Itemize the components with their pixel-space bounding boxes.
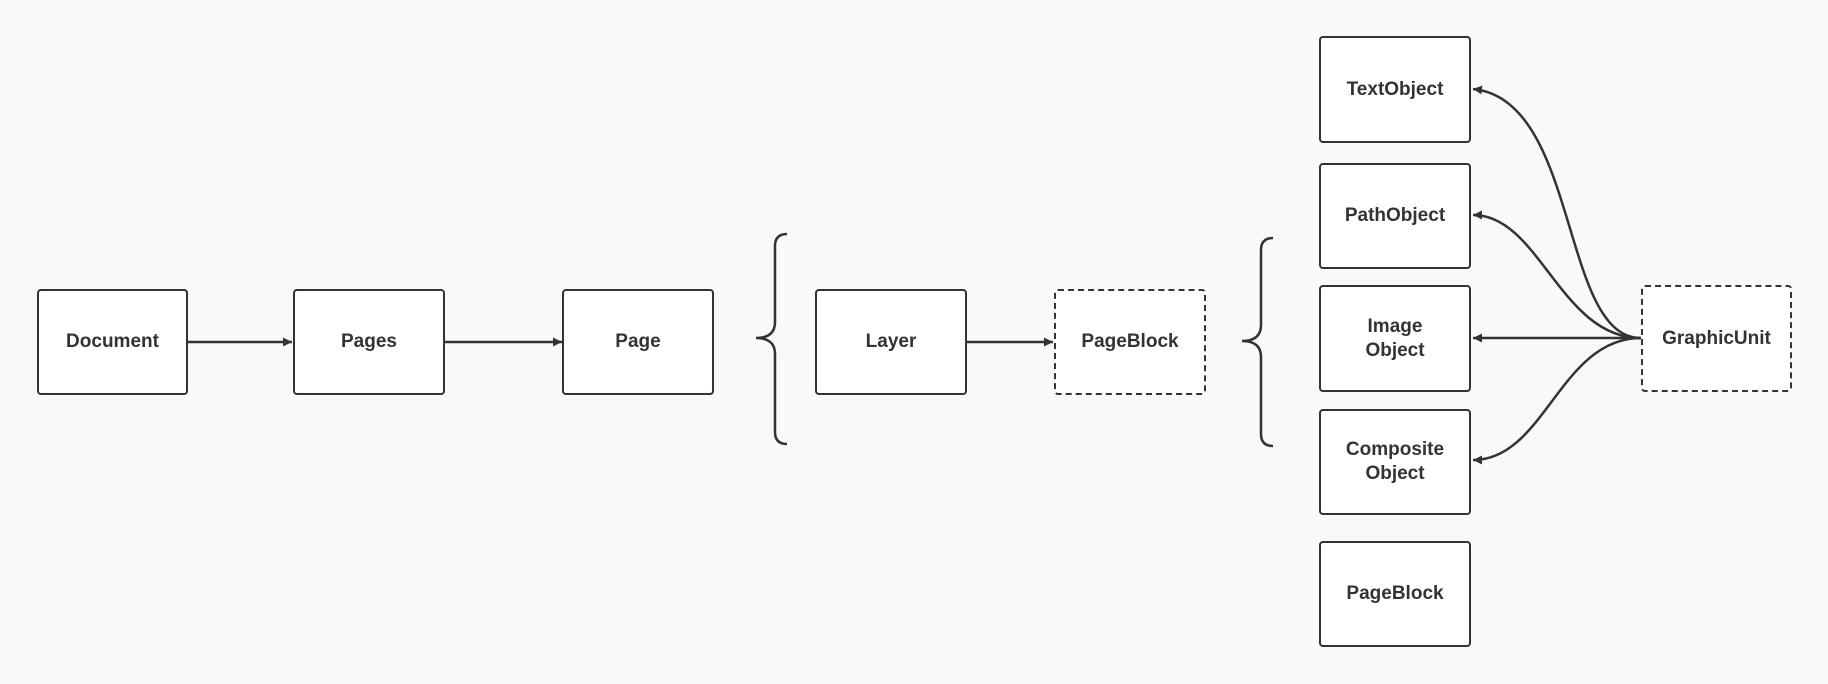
- node-pathobject-label: PathObject: [1344, 205, 1446, 227]
- arrow-graphicunit-compositeobject: [1472, 336, 1642, 465]
- arrow-graphicunit-textobject: [1472, 85, 1642, 340]
- node-compositeobject-label: Composite Object: [1345, 439, 1445, 484]
- node-layer: Layer: [815, 289, 967, 395]
- brace-left-2: [1241, 236, 1274, 448]
- node-layer-label: Layer: [865, 331, 917, 353]
- node-pageblock-label: PageBlock: [1081, 331, 1179, 353]
- node-pathobject: PathObject: [1319, 163, 1471, 269]
- node-imageobject-label: Image Object: [1365, 315, 1425, 361]
- node-document: Document: [37, 289, 188, 395]
- node-pageblock: PageBlock: [1054, 289, 1206, 395]
- node-pageblock-child-label: PageBlock: [1346, 583, 1444, 605]
- node-page-label: Page: [615, 331, 661, 353]
- node-textobject: TextObject: [1319, 36, 1471, 143]
- node-pages-label: Pages: [341, 331, 397, 353]
- node-pages: Pages: [293, 289, 445, 395]
- node-pageblock-child: PageBlock: [1319, 541, 1471, 647]
- node-graphicunit-label: GraphicUnit: [1662, 327, 1771, 349]
- node-compositeobject: Composite Object: [1319, 409, 1471, 515]
- arrow-graphicunit-pathobject: [1472, 210, 1642, 340]
- node-document-label: Document: [66, 331, 159, 353]
- node-page: Page: [562, 289, 714, 395]
- brace-left-1: [755, 232, 788, 446]
- node-graphicunit: GraphicUnit: [1641, 285, 1792, 392]
- node-textobject-label: TextObject: [1346, 78, 1444, 100]
- node-imageobject: Image Object: [1319, 285, 1471, 392]
